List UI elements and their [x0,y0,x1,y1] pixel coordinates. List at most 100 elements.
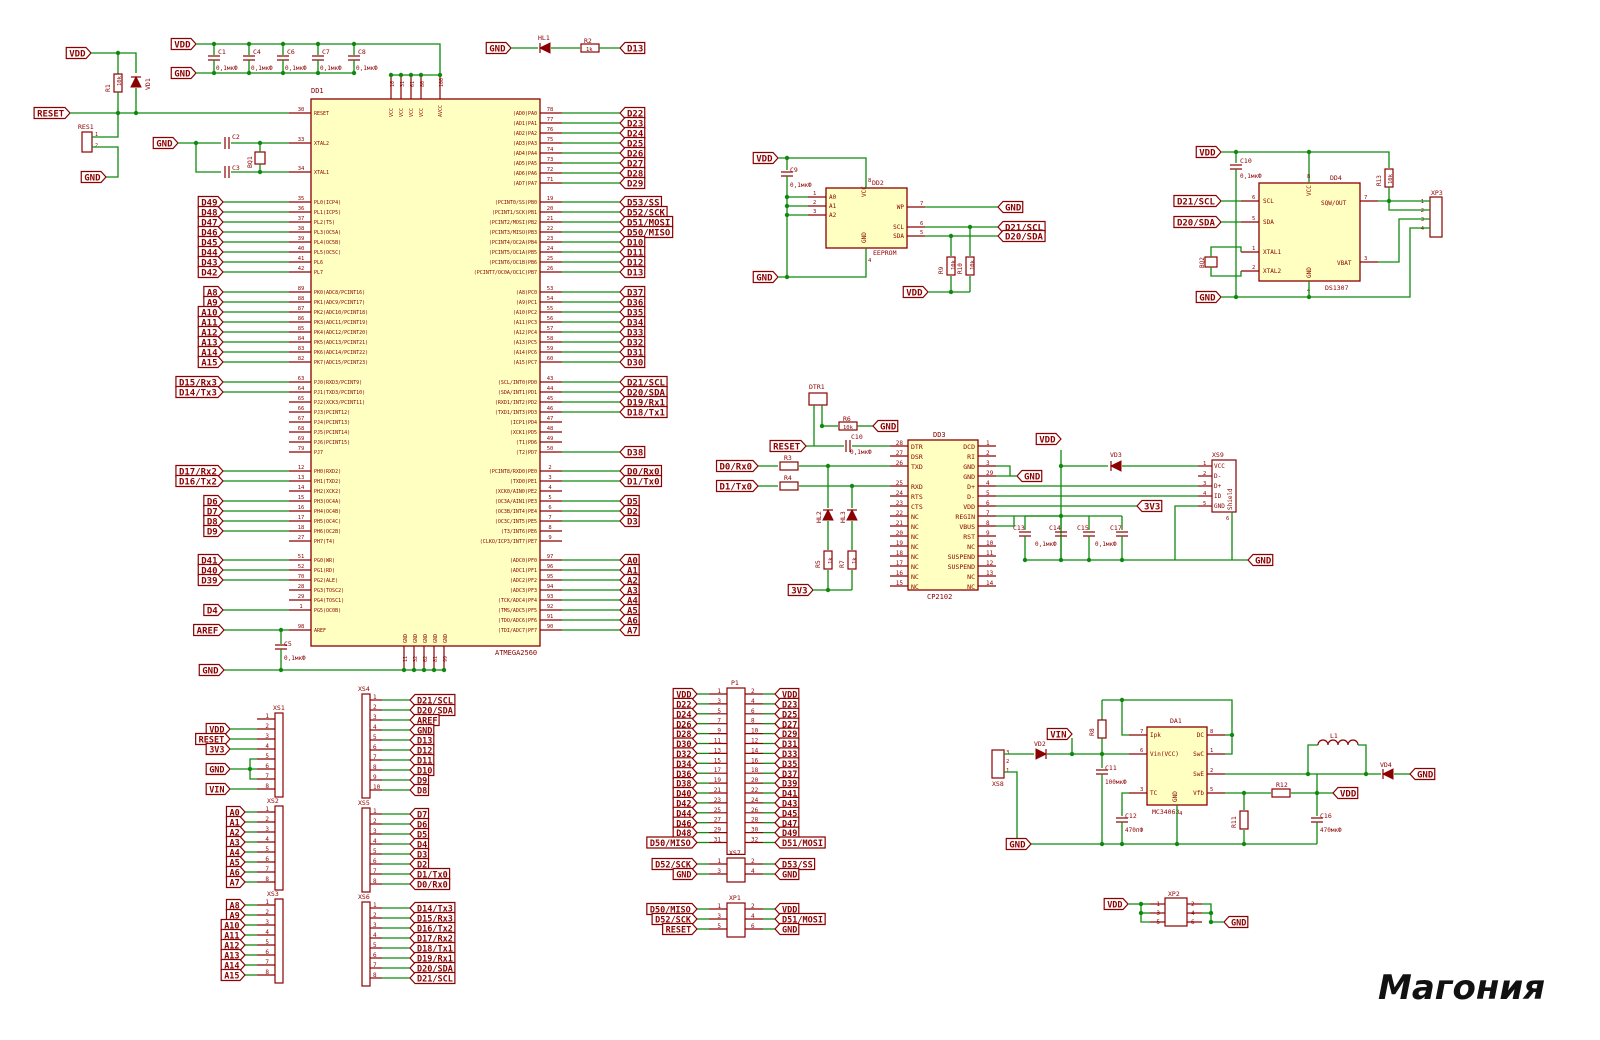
mcu-pin-number: 82 [298,356,305,362]
mcu-pin-number: 5 [548,495,551,501]
cp2102-pin-number: 19 [896,540,904,547]
reg-pin-number: 1 [1210,748,1213,754]
net-label-text: A1 [229,819,239,829]
net-label-text: A10 [201,309,217,319]
net-label-frame [902,285,929,299]
net-label-text: D14/Tx3 [417,905,453,915]
mcu-pin-number: 21 [547,216,554,222]
mcu-pin-number: 95 [547,574,554,580]
cp2102-pin-name: RXD [911,483,923,491]
net-d14-tx3: D14/Tx3 [175,385,224,399]
mcu-pin-name: (TCK/ADC4)PF4 [498,598,537,604]
header-pin-number: 7 [265,959,269,966]
cp2102-pin-number: 11 [986,550,994,557]
junction-dot [1119,697,1125,703]
mcu-pin-name: (TXD1/INT3)PD3 [495,410,537,416]
mcu-pin-name: (PCINT4/OC2A)PB4 [489,240,537,246]
xs7-header-ref: XS7 [729,849,741,857]
net-label-text: VDD [1107,901,1122,911]
net-gnd: GND [997,200,1024,214]
net-gnd: GND [1223,915,1249,929]
net-label-text: GND [1024,473,1041,483]
net-label-text: D26 [627,150,643,160]
net-label-text: GND [1231,919,1246,929]
mcu-pin-number: 36 [298,206,305,212]
mcu-pin-number: 14 [298,485,305,491]
net-label-text: AREF [197,627,219,637]
mcu-part: ATMEGA2560 [495,649,537,657]
net-label-text: D53/SS [782,861,813,871]
header-pin-number: 5 [717,923,721,930]
net-label-text: D14/Tx3 [179,389,217,399]
junction-dot [1119,557,1125,563]
mcu-pin-number: 68 [298,426,305,432]
header-pin-number: 22 [751,787,759,794]
rtc-pin-name: XTAL2 [1263,268,1281,275]
net-label-text: 3V3 [1144,503,1160,513]
mcu-pin-number: 2 [548,465,551,471]
net-label-frame [33,106,71,120]
mcu-pin-name: AVCC [438,105,444,117]
net-label-text: VDD [69,50,86,60]
net-label-text: RESET [666,926,692,936]
mcu-pin-number: 96 [547,564,554,570]
header-pin-number: 5 [373,734,377,741]
mcu-pin-name: PG4(TOSC1) [314,598,344,604]
net-label-text: D2 [417,861,427,871]
dtr1-ref: DTR1 [809,383,825,391]
cp2102-pin-number: 7 [986,510,990,517]
net-label-text: D13 [417,737,432,747]
net-gnd: GND [752,270,779,284]
mcu-pin-name: PH1(TXD2) [314,479,341,485]
net-label-text: D52/SCK [655,916,692,926]
net-label-frame [205,782,231,796]
c16-ref: C16 [1320,812,1332,820]
usb-decoupling-capacitor [1116,531,1128,537]
net-label-text: GND [1255,557,1272,567]
net-label-text: D52/SCK [655,861,692,871]
net-label-text: D39 [201,577,217,587]
cp2102-body [907,439,979,591]
header-pin-number: 31 [714,837,722,844]
header-pin-number: 29 [714,827,722,834]
mcu-pin-number: 67 [298,416,305,422]
header-pin-number: 6 [751,708,755,715]
mcu-pin-name: PH6(OC2B) [314,529,341,535]
reg-pin-number: 2 [1210,768,1213,774]
net-label-text: D0/Rx0 [417,881,448,891]
net-label-text: D23 [627,120,643,130]
junction-dot [278,667,284,673]
net-label-text: D12 [627,259,643,269]
net-label-text: D53/SS [627,199,660,209]
junction-dot [784,203,790,209]
eeprom-pin-name: A1 [829,203,837,210]
mcu-pin-number: 42 [298,266,305,272]
net-label-text: D9 [417,777,427,787]
net-vdd: VDD [752,151,779,165]
cap-ref: C6 [287,48,295,56]
net-label-text: D26 [676,720,691,730]
header-pin-number: 3 [373,922,377,929]
r10-value: 10k [970,259,976,270]
mcu-pin-number: 25 [547,256,554,262]
mcu-pin-number: 83 [298,346,305,352]
header-pin-number: 5 [717,708,721,715]
cp2102-pin-number: 12 [986,560,994,567]
net-label-text: D21/SCL [417,975,453,985]
net-label-text: D50/MISO [650,839,691,849]
brand-watermark: Магония [1378,968,1546,1008]
net-label-text: D20/SDA [417,707,453,717]
mcu-pin-name: (OC3A/AIN1)PE3 [495,499,537,505]
header-pin-number: 2 [373,704,377,711]
mcu-pin-number: 11 [403,656,409,662]
mcu-pin-number: 12 [298,465,305,471]
net-vin: VIN [205,782,231,796]
xp1-header-ref: XP1 [729,894,741,902]
junction-dot [211,70,217,76]
mcu-pin-number: 61 [410,81,416,87]
xs1-header-ref: XS1 [273,704,285,712]
junction-dot [948,289,954,295]
net-label-frame [1409,767,1436,781]
junction-dot [257,140,263,146]
junction-dot [211,41,217,47]
